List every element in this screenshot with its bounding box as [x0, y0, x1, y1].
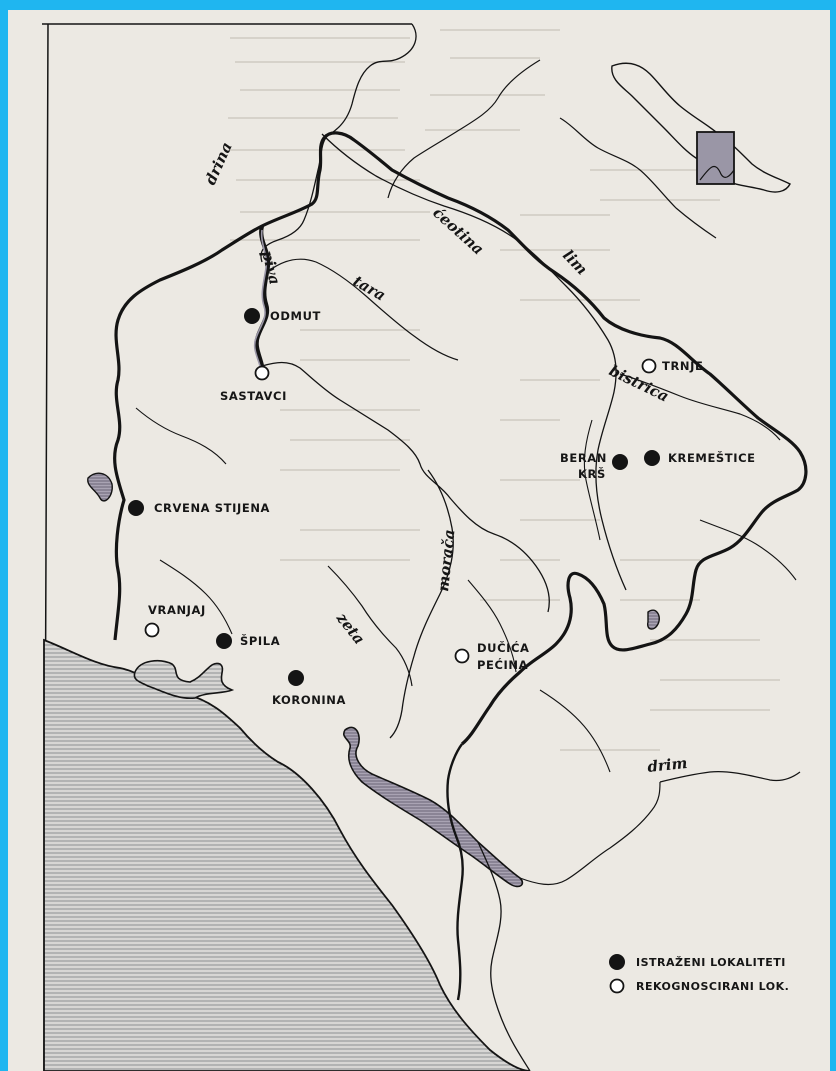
- excavated-site-marker: [128, 500, 144, 516]
- legend-surveyed: REKOGNOSCIRANI LOK.: [609, 978, 789, 994]
- show-through-texture: [228, 29, 780, 751]
- state-border: [113, 131, 808, 746]
- site-label-spila: ŠPILA: [240, 633, 280, 648]
- legend-surveyed-marker: [609, 978, 625, 994]
- stream-central: [467, 579, 517, 673]
- bay-of-kotor: [133, 659, 235, 700]
- site-label-vranjaj: VRANJAJ: [148, 603, 206, 617]
- state-border-south: [446, 743, 464, 1001]
- site-trnje: TRNJE: [641, 358, 703, 374]
- river-lim-tributary: [583, 419, 601, 541]
- stream-west-1: [135, 407, 227, 465]
- river-lim: [321, 133, 627, 591]
- site-label-odmut: ODMUT: [270, 309, 321, 323]
- site-koronina: KORONINA: [272, 670, 346, 707]
- site-crvena-stijena: CRVENA STIJENA: [128, 500, 270, 516]
- surveyed-site-marker: [641, 358, 657, 374]
- site-label-pecina: PEĆINA: [477, 657, 528, 672]
- river-bistrica: [619, 373, 781, 441]
- site-label-trnje: TRNJE: [662, 359, 703, 373]
- river-bojana: [477, 841, 531, 1071]
- surveyed-site-marker: [144, 622, 160, 638]
- site-vranjaj: VRANJAJ: [144, 603, 206, 638]
- site-label-kremestice: KREMEŠTICE: [668, 450, 756, 465]
- lake-small-east: [646, 609, 660, 630]
- site-odmut: ODMUT: [244, 308, 321, 324]
- excavated-site-marker: [612, 454, 628, 470]
- site-label-krs: KRŠ: [578, 466, 606, 481]
- site-label-koronina: KORONINA: [272, 693, 346, 707]
- river-tara: [261, 361, 550, 613]
- legend-excavated: ISTRAŽENI LOKALITETI: [609, 954, 786, 970]
- surveyed-site-marker: [254, 365, 270, 381]
- site-label-ducica: DUČIĆA: [477, 640, 530, 655]
- site-kremestice: KREMEŠTICE: [644, 450, 756, 466]
- piva-reservoir: [253, 229, 268, 367]
- river-cehotina: [387, 59, 541, 199]
- river-zeta: [327, 565, 413, 687]
- river-piva: [254, 225, 271, 367]
- site-spila: ŠPILA: [216, 633, 280, 649]
- legend: ISTRAŽENI LOKALITETI REKOGNOSCIRANI LOK.: [609, 954, 789, 994]
- site-label-beran: BERAN: [560, 451, 607, 465]
- legend-excavated-label: ISTRAŽENI LOKALITETI: [636, 956, 786, 969]
- river-bojana-drim: [519, 781, 661, 886]
- lake-small-west: [87, 472, 113, 502]
- excavated-site-marker: [288, 670, 304, 686]
- site-ducica-pecina: DUČIĆA PEĆINA: [454, 640, 530, 672]
- excavated-site-marker: [216, 633, 232, 649]
- site-sastavci: SASTAVCI: [220, 365, 287, 403]
- yugoslavia-locator-map-icon: [611, 62, 791, 193]
- legend-excavated-marker: [609, 954, 625, 970]
- excavated-site-marker: [244, 308, 260, 324]
- excavated-site-marker: [644, 450, 660, 466]
- stream-west-2: [159, 559, 233, 635]
- stream-east: [699, 519, 797, 581]
- river-tara-upper: [269, 258, 459, 361]
- site-beran-krs: BERAN KRŠ: [560, 451, 628, 481]
- site-label-sastavci: SASTAVCI: [220, 389, 287, 403]
- river-label-drim: drim: [647, 754, 689, 776]
- lake-skadar: [343, 726, 524, 888]
- river-drim: [659, 771, 801, 783]
- surveyed-site-marker: [454, 648, 470, 664]
- legend-surveyed-label: REKOGNOSCIRANI LOK.: [636, 980, 789, 993]
- river-drina: [260, 23, 417, 263]
- stream-south: [539, 689, 611, 773]
- site-label-crvena-stijena: CRVENA STIJENA: [154, 501, 270, 515]
- river-moraca: [389, 469, 454, 739]
- river-upper-east: [559, 117, 717, 239]
